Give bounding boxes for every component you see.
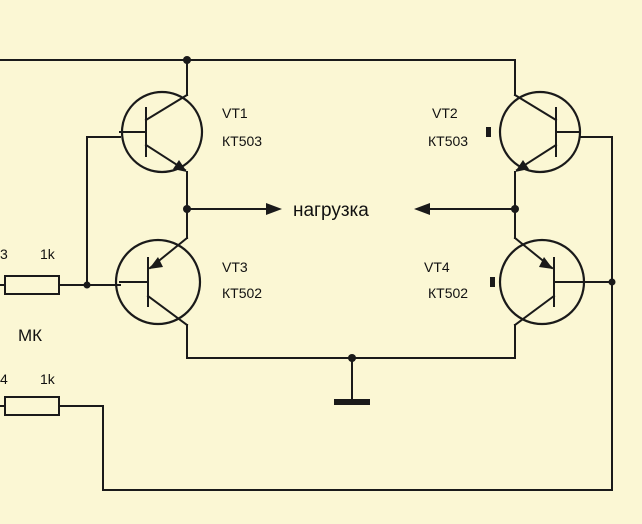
vt4-model: КТ502 [428, 285, 468, 301]
transistor-vt2: VT2 КТ503 [428, 90, 582, 174]
vt4-name: VT4 [424, 259, 450, 275]
vt1-model: КТ503 [222, 133, 262, 149]
vt2-name: VT2 [432, 105, 458, 121]
drive-left: 3 1k [0, 136, 121, 295]
vt2-model: КТ503 [428, 133, 468, 149]
r-top-pin: 3 [0, 246, 8, 262]
vt2-emitter-arrow-icon [515, 160, 529, 172]
transistor-vt3: VT3 КТ502 [114, 236, 262, 327]
r-top-value: 1k [40, 246, 56, 262]
vt1-name: VT1 [222, 105, 248, 121]
vt3-name: VT3 [222, 259, 248, 275]
vt3-emitter-arrow-icon [149, 257, 163, 269]
mcu-label: МК [18, 326, 42, 345]
ground-rail [186, 324, 516, 405]
load-arrow-right-icon [414, 203, 430, 215]
load-arrow-left-icon [266, 203, 282, 215]
supply-rail [0, 56, 516, 96]
load-label: нагрузка [293, 200, 369, 221]
drive-right: 4 1k [0, 136, 616, 491]
transistor-vt4: VT4 КТ502 [424, 236, 586, 327]
vt1-emitter-arrow-icon [173, 160, 187, 172]
vt4-emitter-arrow-icon [539, 257, 553, 269]
resistor-r-bottom [4, 396, 60, 416]
load-connection: нагрузка [183, 171, 519, 239]
resistor-r-top [4, 275, 60, 295]
r-bottom-pin: 4 [0, 371, 8, 387]
r-bottom-value: 1k [40, 371, 56, 387]
vt3-model: КТ502 [222, 285, 262, 301]
ground-icon [334, 399, 370, 405]
transistor-vt1: VT1 КТ503 [119, 90, 262, 174]
